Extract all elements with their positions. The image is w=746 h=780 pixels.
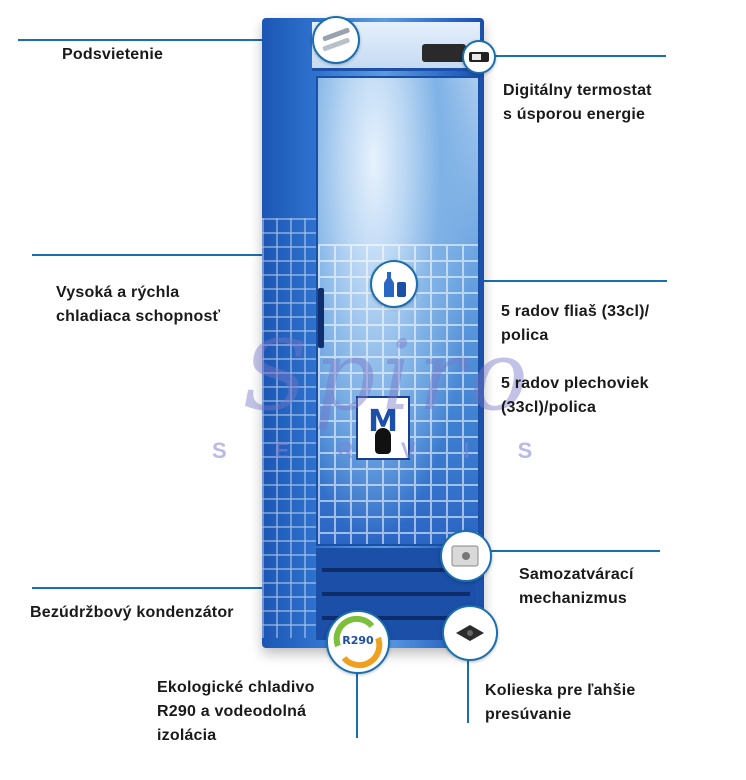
fridge-side-pattern: [262, 218, 316, 638]
label-line: (33cl)/polica: [501, 399, 597, 416]
label-line: izolácia: [157, 727, 217, 744]
label-podsvietenie: Podsvietenie: [62, 43, 163, 67]
grille-slat: [322, 568, 470, 572]
refrigerator: M: [262, 18, 484, 648]
r290-badge-text: R290: [342, 634, 374, 647]
fridge-thermostat: [422, 44, 466, 62]
line-termostat: [488, 55, 666, 57]
bottle-can-icon: [370, 260, 418, 308]
line-chladiaca: [32, 254, 330, 256]
label-line: Samozatvárací: [519, 566, 634, 583]
line-kolieska: [467, 655, 469, 723]
label-line: 5 radov plechoviek: [501, 375, 649, 392]
watermark-script: Spiro: [242, 320, 534, 432]
line-podsvietenie: [18, 39, 318, 41]
label-line: 5 radov fliaš (33cl)/: [501, 303, 650, 320]
label-samozatv: Samozatvárací mechanizmus: [519, 563, 634, 611]
led-tubes-icon: [312, 16, 360, 64]
thermostat-display-icon: [462, 40, 496, 74]
label-line: R290 a vodeodolná: [157, 703, 307, 720]
label-chladiaca: Vysoká a rýchla chladiaca schopnosť: [56, 281, 220, 329]
label-line: s úsporou energie: [503, 106, 646, 123]
r290-leaf-icon: R290: [326, 610, 390, 674]
caster-wheel-icon: [442, 605, 498, 661]
label-line: mechanizmus: [519, 590, 628, 607]
line-samozatv: [486, 550, 660, 552]
line-chladivo: [356, 668, 358, 738]
fridge-glass-door: [316, 76, 480, 546]
label-termostat: Digitálny termostat s úsporou energie: [503, 79, 652, 127]
watermark-small: SERVIS: [212, 438, 581, 463]
label-text: Bezúdržbový kondenzátor: [30, 604, 234, 621]
label-line: Vysoká a rýchla: [56, 284, 180, 301]
label-line: polica: [501, 327, 549, 344]
label-line: Kolieska pre ľahšie: [485, 682, 636, 699]
penguin-icon: [375, 428, 391, 454]
grille-slat: [322, 616, 470, 620]
label-line: Ekologické chladivo: [157, 679, 315, 696]
label-text: Podsvietenie: [62, 46, 164, 63]
label-plechovky: 5 radov plechoviek (33cl)/polica: [501, 372, 649, 420]
line-kondenzator: [32, 587, 330, 589]
door-handle: [318, 288, 324, 348]
label-line: chladiaca schopnosť: [56, 308, 221, 325]
label-line: presúvanie: [485, 706, 572, 723]
label-flias: 5 radov fliaš (33cl)/ polica: [501, 300, 649, 348]
label-line: Digitálny termostat: [503, 82, 652, 99]
line-police: [395, 280, 667, 282]
label-kolieska: Kolieska pre ľahšie presúvanie: [485, 679, 635, 727]
grille-slat: [322, 592, 470, 596]
label-chladivo: Ekologické chladivo R290 a vodeodolná iz…: [157, 676, 315, 748]
door-hinge-icon: [440, 530, 492, 582]
fridge-logo: M: [356, 396, 410, 460]
label-kondenzator: Bezúdržbový kondenzátor: [30, 601, 234, 625]
